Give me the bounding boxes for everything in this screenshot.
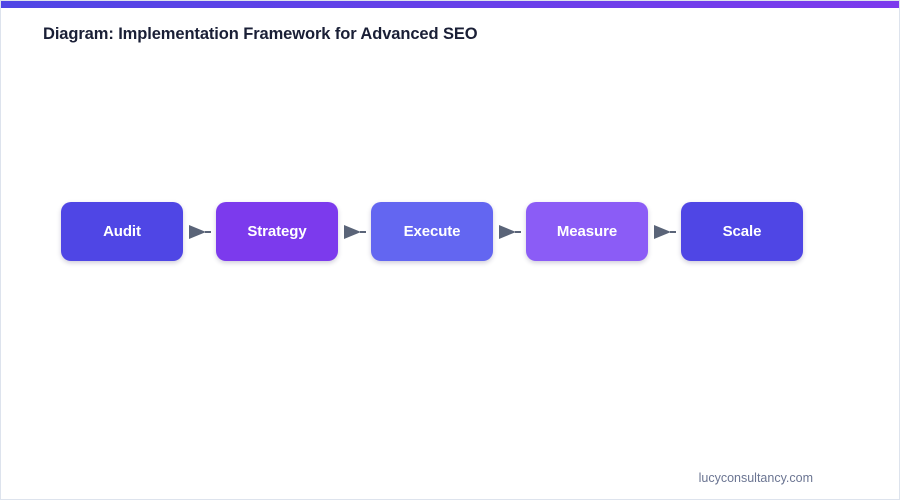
arrow-right-icon bbox=[343, 224, 366, 239]
flow-connector-4 bbox=[648, 202, 681, 261]
process-flow: Audit Strategy Execute Measure Scale bbox=[61, 202, 803, 261]
flow-node-audit[interactable]: Audit bbox=[61, 202, 183, 261]
arrow-right-icon bbox=[498, 224, 521, 239]
flow-node-label: Execute bbox=[403, 223, 461, 240]
page-title: Diagram: Implementation Framework for Ad… bbox=[43, 25, 478, 43]
flow-node-label: Audit bbox=[103, 223, 141, 240]
flow-node-label: Measure bbox=[556, 223, 618, 240]
flow-node-scale[interactable]: Scale bbox=[681, 202, 803, 261]
top-accent-bar bbox=[1, 1, 899, 8]
arrow-right-icon bbox=[188, 224, 211, 239]
flow-node-measure[interactable]: Measure bbox=[526, 202, 648, 261]
flow-connector-1 bbox=[183, 202, 216, 261]
arrow-right-icon bbox=[653, 224, 676, 239]
flow-node-strategy[interactable]: Strategy bbox=[216, 202, 338, 261]
flow-node-label: Scale bbox=[722, 223, 762, 240]
flow-connector-2 bbox=[338, 202, 371, 261]
flow-node-label: Strategy bbox=[247, 223, 307, 240]
flow-connector-3 bbox=[493, 202, 526, 261]
source-attribution: lucyconsultancy.com bbox=[698, 471, 813, 485]
flow-node-execute[interactable]: Execute bbox=[371, 202, 493, 261]
